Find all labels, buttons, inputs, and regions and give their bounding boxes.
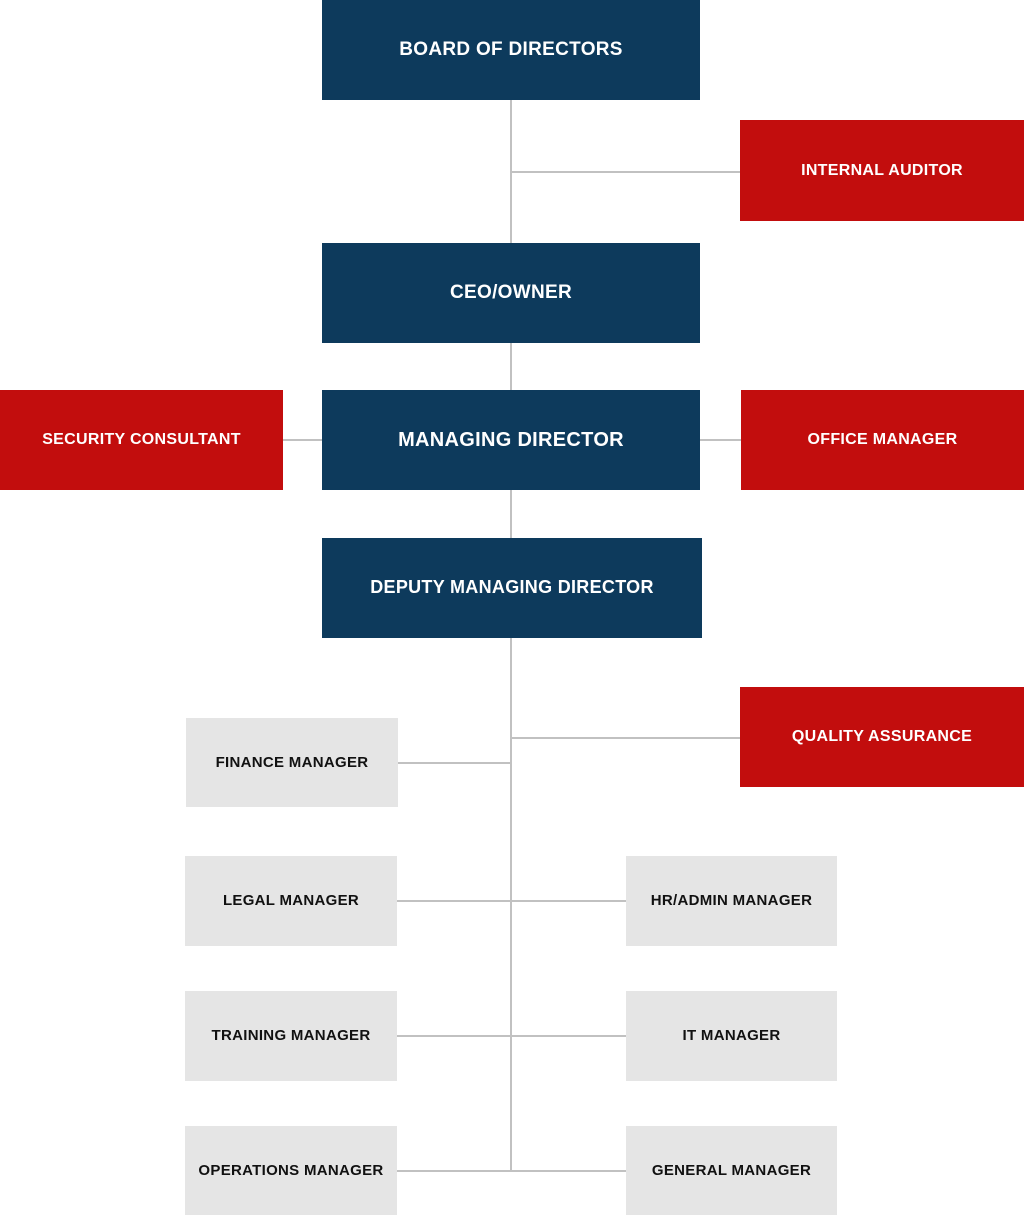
connector-deputy-trunk: [510, 638, 512, 1172]
node-internal-auditor: INTERNAL AUDITOR: [740, 120, 1024, 221]
node-office-manager: OFFICE MANAGER: [741, 390, 1024, 490]
node-security-consultant: SECURITY CONSULTANT: [0, 390, 283, 490]
node-board-of-directors: BOARD OF DIRECTORS: [322, 0, 700, 100]
node-managing-director: MANAGING DIRECTOR: [322, 390, 700, 490]
node-hr-admin-manager: HR/ADMIN MANAGER: [626, 856, 837, 946]
connector-legal-hr-row: [397, 900, 626, 902]
connector-ceo-to-managing-director: [510, 343, 512, 390]
connector-training-it-row: [397, 1035, 626, 1037]
connector-md-to-deputy: [510, 490, 512, 538]
connector-md-to-office-manager: [700, 439, 741, 441]
node-deputy-managing-director: DEPUTY MANAGING DIRECTOR: [322, 538, 702, 638]
node-quality-assurance: QUALITY ASSURANCE: [740, 687, 1024, 787]
node-finance-manager: FINANCE MANAGER: [186, 718, 398, 807]
node-legal-manager: LEGAL MANAGER: [185, 856, 397, 946]
connector-to-finance-manager: [398, 762, 511, 764]
node-it-manager: IT MANAGER: [626, 991, 837, 1081]
connector-security-to-md: [283, 439, 322, 441]
node-general-manager: GENERAL MANAGER: [626, 1126, 837, 1215]
connector-ops-general-row: [397, 1170, 626, 1172]
node-training-manager: TRAINING MANAGER: [185, 991, 397, 1081]
connector-to-quality-assurance: [511, 737, 740, 739]
connector-to-internal-auditor: [511, 171, 740, 173]
node-ceo-owner: CEO/OWNER: [322, 243, 700, 343]
node-operations-manager: OPERATIONS MANAGER: [185, 1126, 397, 1215]
